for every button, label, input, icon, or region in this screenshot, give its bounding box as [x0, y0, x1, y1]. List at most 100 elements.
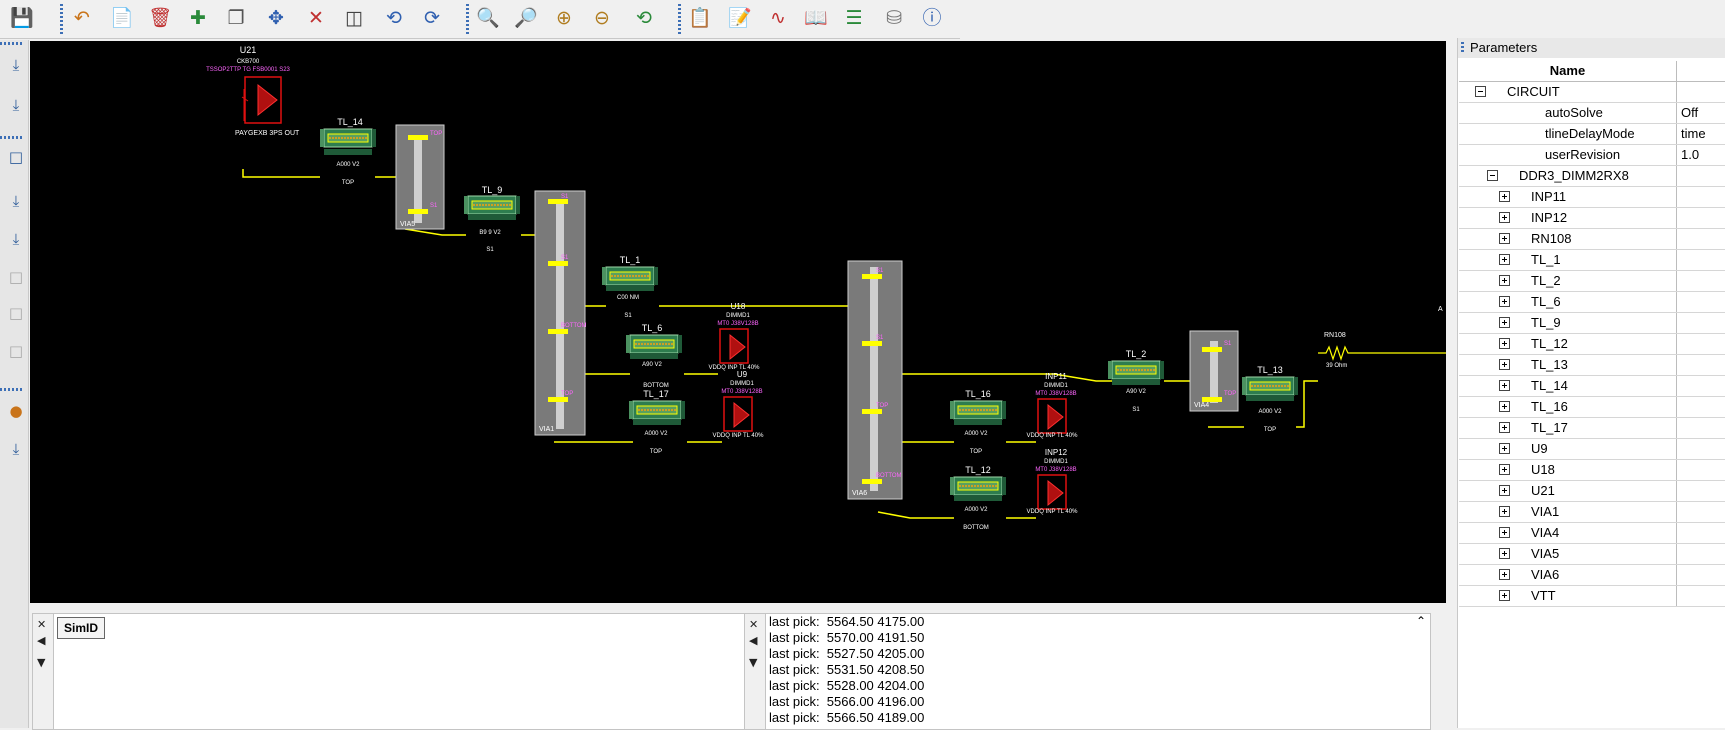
zoom-out-icon[interactable]: ⊖ — [594, 6, 610, 29]
expand-icon[interactable] — [1499, 296, 1510, 307]
param-row[interactable]: TL_12 — [1459, 334, 1725, 355]
expand-icon[interactable] — [1499, 359, 1510, 370]
zoom-fit-icon[interactable]: 🔍 — [476, 6, 500, 29]
place-pin-icon[interactable]: ⤓ — [12, 192, 20, 210]
simid-tab[interactable]: SimID — [57, 617, 106, 639]
add-icon[interactable]: ✚ — [190, 6, 206, 29]
param-row[interactable]: U21 — [1459, 481, 1725, 502]
rn108-resistor[interactable]: RN108 39 Ohm A — [1318, 306, 1446, 369]
rotate-right-icon[interactable]: ⟳ — [424, 6, 440, 29]
expand-icon[interactable] — [1499, 233, 1510, 244]
database-icon[interactable]: ⛁ — [886, 6, 902, 29]
place-pin-icon[interactable]: ⤓ — [12, 56, 20, 74]
param-row[interactable]: TL_1 — [1459, 250, 1725, 271]
param-row[interactable]: U18 — [1459, 460, 1725, 481]
layers-icon[interactable]: ☰ — [845, 6, 863, 29]
name-column-header[interactable]: Name — [1459, 61, 1677, 81]
param-row[interactable]: INP12 — [1459, 208, 1725, 229]
via1[interactable]: S1 S1 BOTTOM TOP VIA1 — [534, 190, 587, 436]
param-row[interactable]: VIA6 — [1459, 565, 1725, 586]
edit-properties-icon[interactable]: 📝 — [728, 6, 752, 29]
collapse-icon[interactable] — [1487, 170, 1498, 181]
param-row[interactable]: INP11 — [1459, 187, 1725, 208]
param-row[interactable]: TL_17 — [1459, 418, 1725, 439]
waveform-icon[interactable]: ∿ — [770, 6, 786, 29]
expand-icon[interactable] — [1499, 191, 1510, 202]
expand-icon[interactable] — [1499, 485, 1510, 496]
move-icon[interactable]: ✥ — [268, 6, 284, 29]
param-row[interactable]: TL_6 — [1459, 292, 1725, 313]
param-row[interactable]: TL_2 — [1459, 271, 1725, 292]
rotate-left-icon[interactable]: ⟲ — [386, 6, 402, 29]
param-row[interactable]: CIRCUIT — [1459, 82, 1725, 103]
delete-page-icon[interactable]: 🗑 — [147, 6, 173, 29]
tl14-tline[interactable]: TL_14 A000 V2 TOP — [319, 117, 377, 186]
via5[interactable]: TOP S1 VIA5 — [395, 124, 445, 230]
expand-icon[interactable] — [1499, 443, 1510, 454]
inp11-receiver[interactable]: INP11 DIMMD1 MT0 J38V128B VDDQ INP TL 40… — [1027, 372, 1079, 439]
u18-receiver[interactable]: U18 DIMMD1 MT0 J38V128B VDDQ INP TL 40% — [709, 302, 761, 371]
log-scrollbar[interactable]: ⌃ — [1412, 614, 1430, 729]
probe-icon[interactable]: ● — [9, 402, 23, 420]
u9-receiver[interactable]: U9 DIMMD1 MT0 J38V128B VDDQ INP TL 40% — [713, 370, 765, 439]
expand-icon[interactable] — [1499, 422, 1510, 433]
delete-icon[interactable]: ✕ — [308, 6, 324, 29]
zoom-previous-icon[interactable]: ⟲ — [636, 6, 652, 29]
tl16-tline[interactable]: TL_16 A000 V2 TOP — [949, 389, 1007, 455]
expand-icon[interactable] — [1499, 464, 1510, 475]
expand-icon[interactable] — [1499, 254, 1510, 265]
tl13-tline[interactable]: TL_13 A000 V2 TOP — [1241, 365, 1299, 433]
via4[interactable]: S1 TOP VIA4 — [1189, 330, 1239, 412]
pin-icon[interactable]: ▼ — [749, 656, 758, 669]
place-pin-icon[interactable]: ⤓ — [12, 230, 20, 248]
close-icon[interactable]: ✕ — [749, 618, 759, 631]
param-row[interactable]: VIA5 — [1459, 544, 1725, 565]
expand-icon[interactable] — [1499, 212, 1510, 223]
expand-icon[interactable] — [1499, 506, 1510, 517]
undo-icon[interactable]: ↶ — [74, 6, 90, 29]
expand-icon[interactable] — [1499, 527, 1510, 538]
param-value[interactable]: time — [1681, 126, 1706, 141]
param-row[interactable]: VTT — [1459, 586, 1725, 607]
expand-icon[interactable] — [1499, 548, 1510, 559]
param-row[interactable]: TL_16 — [1459, 397, 1725, 418]
tl2-tline[interactable]: TL_2 A90 V2 S1 — [1107, 349, 1165, 413]
param-row[interactable]: VIA4 — [1459, 523, 1725, 544]
place-pin-icon[interactable]: ⤓ — [12, 440, 20, 458]
param-row[interactable]: TL_13 — [1459, 355, 1725, 376]
save-icon[interactable]: 💾 — [10, 6, 34, 29]
collapse-left-icon[interactable]: ◀ — [749, 634, 758, 647]
close-icon[interactable]: ✕ — [37, 618, 47, 631]
expand-icon[interactable] — [1499, 569, 1510, 580]
bracket-icon[interactable]: □ — [8, 148, 24, 166]
expand-icon[interactable] — [1499, 590, 1510, 601]
mirror-icon[interactable]: ◫ — [345, 6, 363, 29]
param-row[interactable]: RN108 — [1459, 229, 1725, 250]
expand-icon[interactable] — [1499, 380, 1510, 391]
book-icon[interactable]: 📖 — [804, 6, 828, 29]
new-icon[interactable]: 📄 — [110, 6, 134, 29]
tl1-tline[interactable]: TL_1 C00 NM S1 — [601, 255, 659, 319]
expand-icon[interactable] — [1499, 317, 1510, 328]
place-pin-icon[interactable]: ⤓ — [12, 96, 20, 114]
param-row[interactable]: TL_9 — [1459, 313, 1725, 334]
schematic-canvas[interactable]: U21 CKB700 TSSOP2TTP TG FSB0001 S23 PAYG… — [30, 41, 1446, 603]
copy-icon[interactable]: ❐ — [227, 6, 245, 29]
zoom-in-icon[interactable]: ⊕ — [556, 6, 572, 29]
collapse-left-icon[interactable]: ◀ — [37, 634, 46, 647]
splitter[interactable] — [1446, 41, 1456, 728]
tl6-tline[interactable]: TL_6 A90 V2 — [625, 323, 683, 368]
u21-driver[interactable]: U21 CKB700 TSSOP2TTP TG FSB0001 S23 PAYG… — [206, 45, 300, 137]
scroll-up-icon[interactable]: ⌃ — [1415, 614, 1427, 628]
param-value[interactable]: Off — [1681, 105, 1699, 120]
tl12-tline[interactable]: TL_12 A000 V2 BOTTOM — [949, 465, 1007, 531]
collapse-icon[interactable] — [1475, 86, 1486, 97]
expand-icon[interactable] — [1499, 338, 1510, 349]
param-row[interactable]: DDR3_DIMM2RX8 — [1459, 166, 1725, 187]
expand-icon[interactable] — [1499, 401, 1510, 412]
expand-icon[interactable] — [1499, 275, 1510, 286]
clipboard-icon[interactable]: 📋 — [688, 6, 712, 29]
